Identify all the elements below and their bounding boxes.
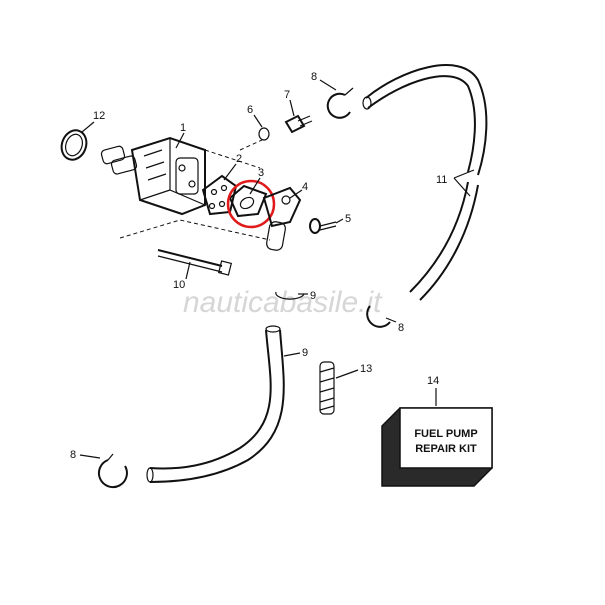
repair-kit-box: FUEL PUMP REPAIR KIT xyxy=(381,407,493,487)
callout-14: 14 xyxy=(427,375,439,387)
callout-9-lower: 9 xyxy=(302,347,308,359)
leader-lines xyxy=(79,79,475,459)
long-bolt-part xyxy=(157,249,233,276)
alignment-line xyxy=(239,139,263,151)
screw-part xyxy=(309,218,337,234)
spring-screen-part xyxy=(319,361,335,415)
callout-6: 6 xyxy=(247,104,253,116)
callout-5: 5 xyxy=(345,213,351,225)
callout-8-bottom: 8 xyxy=(70,449,76,461)
fuel-hose-upper-part xyxy=(362,64,488,301)
small-o-ring-part xyxy=(258,127,270,141)
callout-2: 2 xyxy=(236,153,242,165)
callout-8-right: 8 xyxy=(398,322,404,334)
kit-label-line2: REPAIR KIT xyxy=(415,443,477,455)
callout-1: 1 xyxy=(180,122,186,134)
o-ring-part xyxy=(60,129,88,161)
fuel-hose-lower-part xyxy=(146,325,285,483)
fuel-pump-body-part xyxy=(100,136,206,216)
hose-segment-9-part xyxy=(275,291,305,300)
pump-cover-part xyxy=(262,186,302,251)
callout-12: 12 xyxy=(93,110,105,122)
alignment-line xyxy=(204,149,261,169)
fitting-part xyxy=(284,114,313,134)
callout-13: 13 xyxy=(360,363,372,375)
hose-clamp-bottom-part xyxy=(98,453,128,489)
callout-7: 7 xyxy=(284,89,290,101)
callout-8-top: 8 xyxy=(311,71,317,83)
hose-clamp-right-part xyxy=(366,305,391,328)
callout-4: 4 xyxy=(302,181,308,193)
callout-10: 10 xyxy=(173,279,185,291)
hose-clamp-top-part xyxy=(326,87,354,119)
callout-11: 11 xyxy=(436,174,447,186)
highlight-circle xyxy=(226,179,276,229)
diaphragm-gasket-part xyxy=(201,174,238,216)
watermark-text: nauticabasile.it xyxy=(183,286,383,319)
kit-label-line1: FUEL PUMP xyxy=(414,428,477,440)
alignment-line xyxy=(119,219,271,241)
callout-3: 3 xyxy=(258,167,264,179)
callout-9-upper: 9 xyxy=(310,290,316,302)
check-valve-gasket-part xyxy=(228,184,268,218)
